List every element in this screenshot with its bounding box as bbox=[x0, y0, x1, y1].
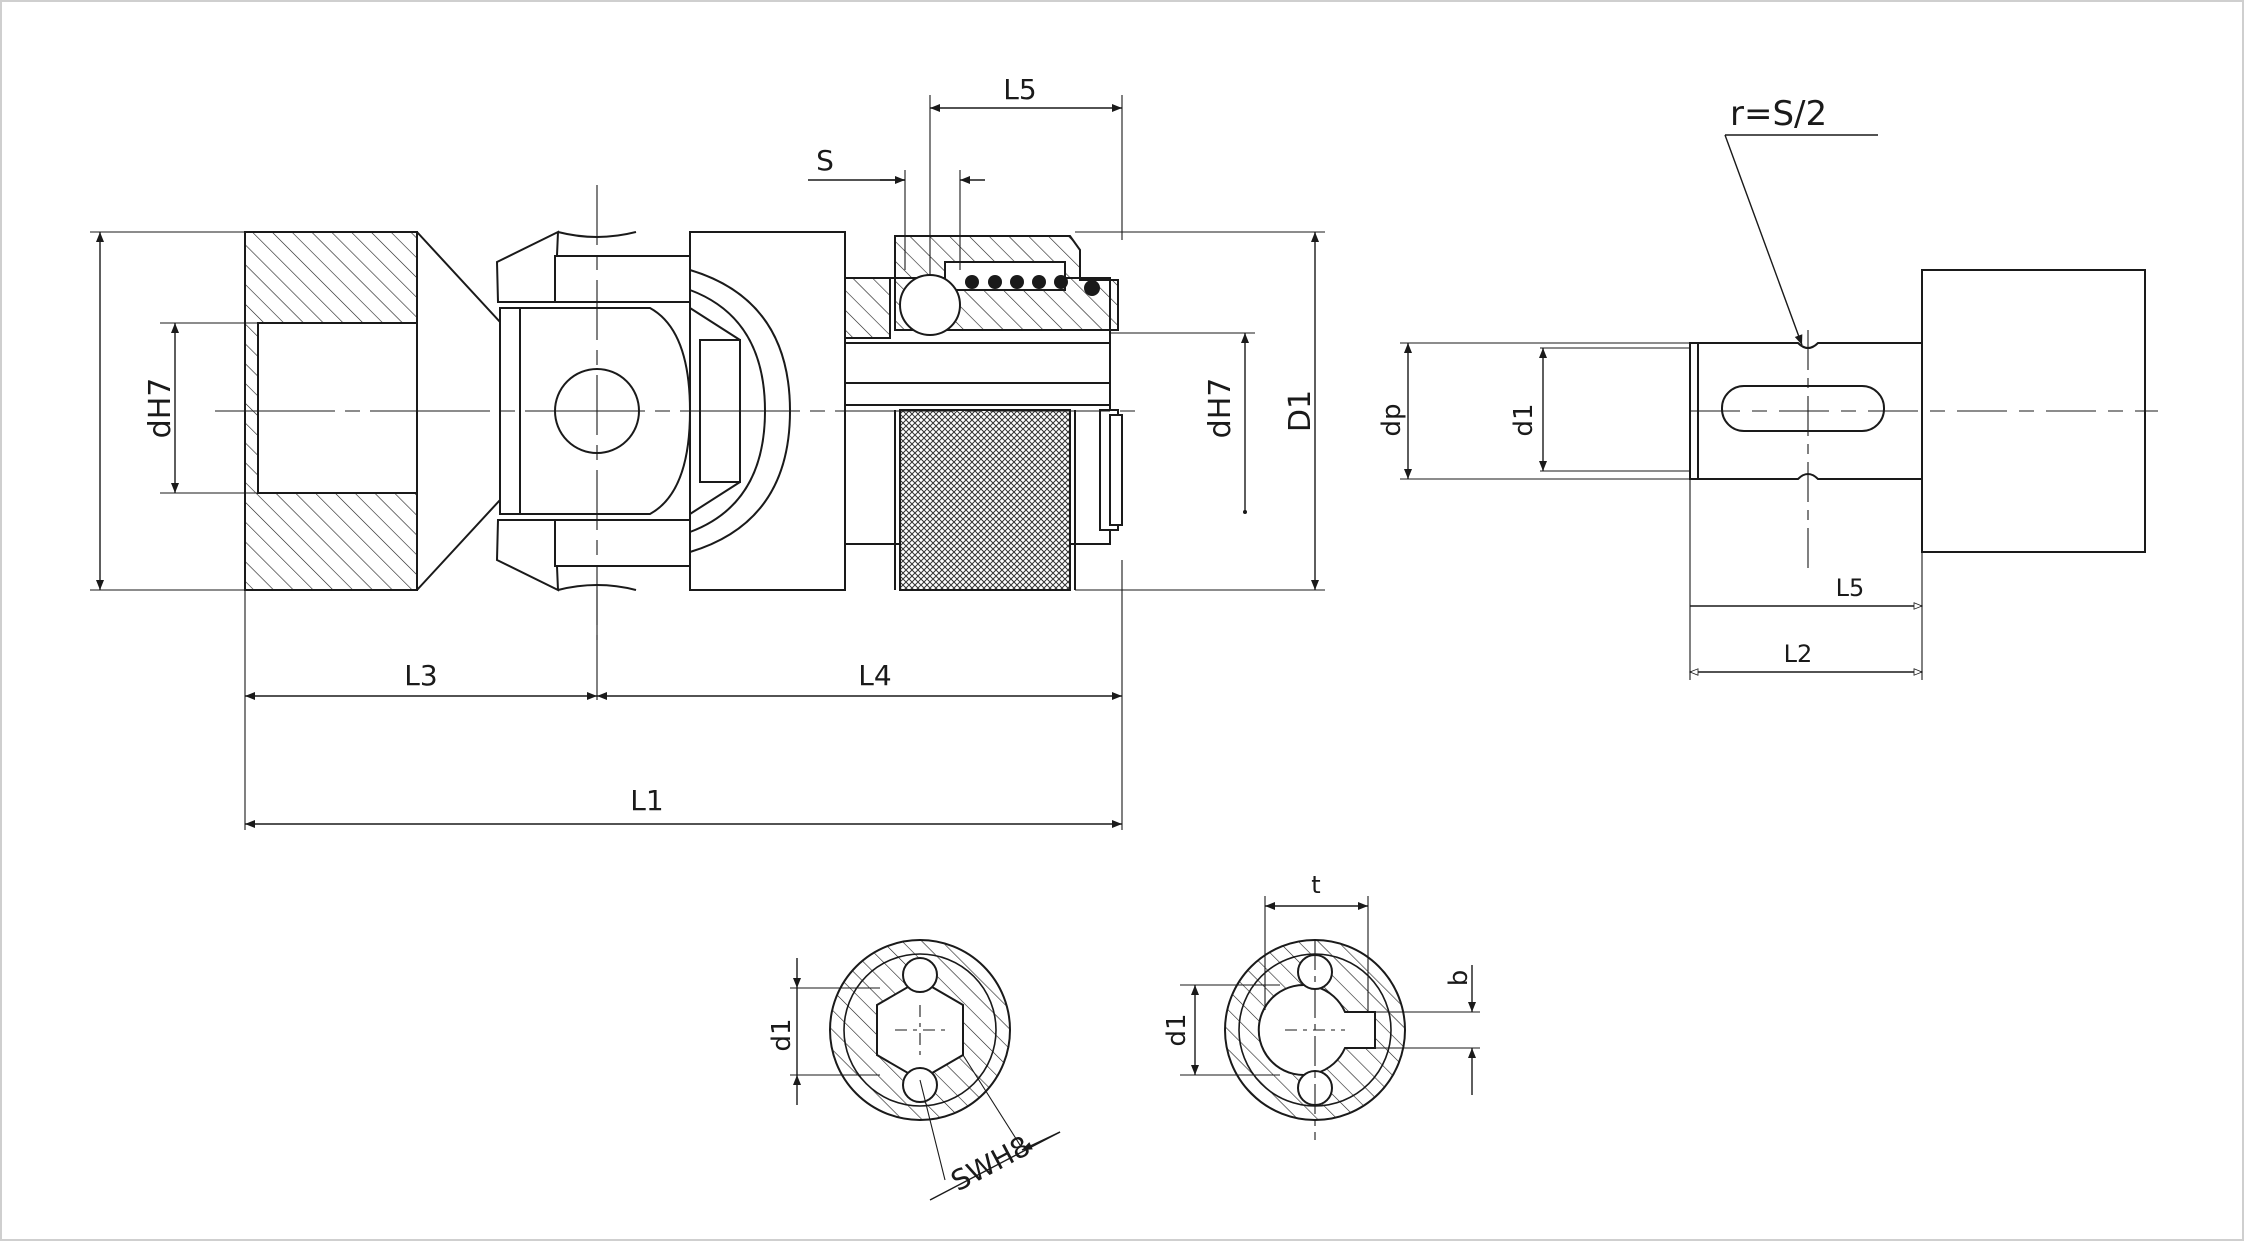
dh7-right-label: dH7 bbox=[1203, 378, 1238, 439]
b-label: b bbox=[1444, 970, 1474, 987]
d1-hex-label: d1 bbox=[767, 1018, 797, 1051]
l1-label: L1 bbox=[630, 784, 663, 817]
hex-bore-section: d1 SWH8 bbox=[767, 939, 1061, 1201]
dh7-left-label: dH7 bbox=[143, 378, 178, 439]
dp-label: dp bbox=[1377, 403, 1407, 436]
shaft-end-view: r=S/2 dp d1 L5 L2 bbox=[1377, 94, 2158, 680]
left-bore bbox=[257, 322, 418, 494]
d1-shaft-label: d1 bbox=[1509, 403, 1539, 436]
l3-label: L3 bbox=[404, 659, 437, 692]
l2-label: L2 bbox=[1784, 640, 1813, 668]
keyway-bore-section: t d1 b bbox=[1162, 871, 1480, 1140]
l4-label: L4 bbox=[858, 659, 891, 692]
swh8-label: SWH8 bbox=[946, 1129, 1036, 1198]
d1-outer-label: D1 bbox=[1283, 390, 1318, 432]
knurled-grip bbox=[899, 409, 1071, 591]
l5-shaft-label: L5 bbox=[1836, 574, 1865, 602]
d1-keyway-label: d1 bbox=[1162, 1013, 1192, 1046]
l5-top-label: L5 bbox=[1003, 73, 1036, 106]
spring-coils bbox=[965, 275, 1100, 296]
t-label: t bbox=[1311, 871, 1320, 899]
main-dimensions: L5 S dH7 dH7 D1 L3 L4 bbox=[90, 73, 1325, 830]
s-label: S bbox=[816, 144, 834, 177]
radius-label: r=S/2 bbox=[1730, 94, 1827, 134]
universal-joint-section-view bbox=[215, 185, 1140, 640]
locking-ball bbox=[899, 274, 961, 336]
key-slot bbox=[1721, 385, 1885, 432]
